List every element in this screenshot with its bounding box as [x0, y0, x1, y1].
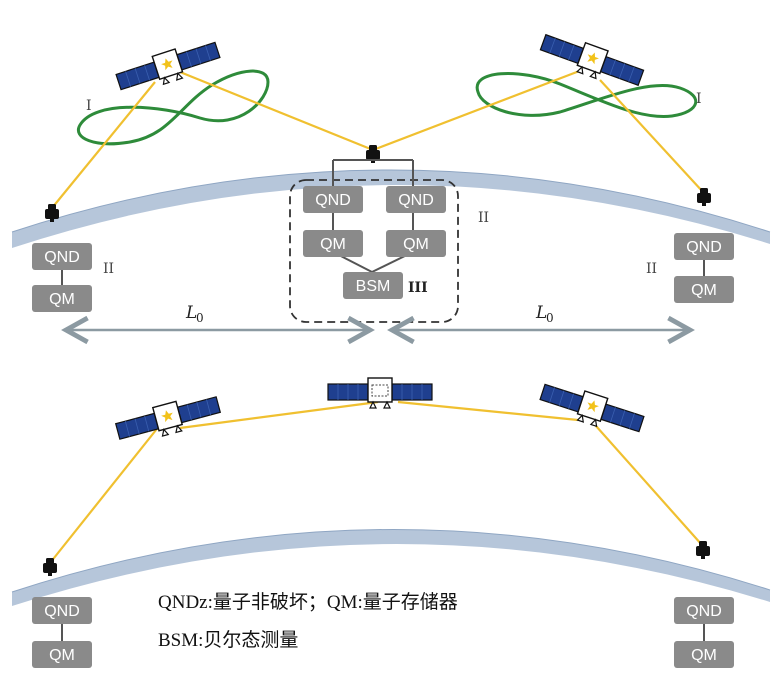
legend-line-2: BSM:贝尔态测量 [158, 629, 298, 651]
ground-station-icon [696, 541, 710, 559]
qnd-label: QND [44, 603, 80, 620]
qnd-label: QND [686, 603, 722, 620]
satellite-icon [536, 377, 647, 440]
qnd-box [32, 597, 92, 624]
earth-surface-bottom [12, 529, 770, 606]
satellite-icon [113, 390, 224, 448]
roman-label: II [478, 210, 489, 226]
distance-arrows: L 0 L 0 [66, 303, 690, 330]
ground-station-icon [697, 188, 711, 206]
dashed-box [289, 179, 459, 323]
bottom-scheme: QND QM QND QM QNDz:量子非破坏；QM:量子存储器 BSM:贝尔… [11, 377, 771, 668]
satellite-icon [327, 377, 433, 409]
roman-label: I [696, 91, 702, 107]
entanglement-links-bottom [49, 400, 703, 564]
qnd-box [674, 233, 734, 260]
legend-line-1: QNDz:量子非破坏；QM:量子存储器 [158, 591, 458, 613]
middle-node: QND QND QM QM BSM III [289, 159, 459, 323]
qnd-box [674, 597, 734, 624]
qm-box [386, 230, 446, 257]
qm-box [32, 285, 92, 312]
right-node: QND QM II [646, 233, 734, 303]
bsm-label: BSM [356, 278, 391, 295]
qm-box [32, 641, 92, 668]
qm-box [674, 641, 734, 668]
left-node: QND QM II [32, 243, 114, 312]
distance-label: L [535, 303, 547, 323]
bottom-left-node: QND QM [32, 597, 92, 668]
qnd-label: QND [44, 249, 80, 266]
qm-label: QM [49, 647, 75, 664]
qm-label: QM [49, 291, 75, 308]
orbit-left [76, 69, 270, 146]
ground-station-icon [43, 558, 57, 576]
bottom-right-node: QND QM [674, 597, 734, 668]
roman-label: III [408, 280, 428, 296]
qm-label: QM [403, 236, 429, 253]
qm-label: QM [691, 282, 717, 299]
qnd-label: QND [398, 192, 434, 209]
bsm-box [343, 272, 403, 299]
distance-subscript: 0 [546, 311, 554, 325]
earth-surface-top [12, 170, 770, 248]
qnd-label: QND [686, 239, 722, 256]
distance-label: L [185, 303, 197, 323]
roman-label: II [103, 261, 114, 277]
qm-box [303, 230, 363, 257]
qnd-label: QND [315, 192, 351, 209]
entanglement-links-top [51, 68, 704, 209]
top-scheme: QND QM II I QND QND QM QM BSM [11, 28, 771, 330]
qnd-box [303, 186, 363, 213]
orbit-right [475, 72, 698, 119]
distance-subscript: 0 [196, 311, 204, 325]
roman-label: I [86, 98, 92, 114]
qm-box [674, 276, 734, 303]
qnd-box [386, 186, 446, 213]
qnd-box [32, 243, 92, 270]
qm-label: QM [691, 647, 717, 664]
qm-label: QM [320, 236, 346, 253]
roman-label: II [646, 261, 657, 277]
